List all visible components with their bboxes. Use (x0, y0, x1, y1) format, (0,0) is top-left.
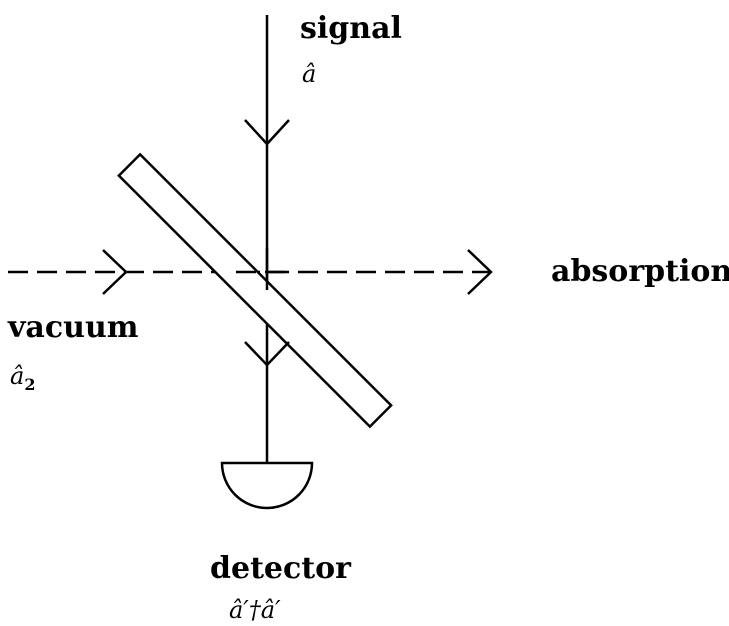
vacuum-operator-subscript: 2 (24, 375, 35, 394)
signal-label: signal (300, 11, 402, 46)
absorption-arrow-icon (467, 249, 493, 295)
vacuum-operator: â2 (10, 362, 35, 394)
signal-operator: â (302, 60, 316, 88)
detector-label: detector (210, 551, 352, 586)
detector-operator: â′†â′ (229, 596, 281, 624)
transmitted-arrow-icon (244, 341, 290, 367)
signal-arrow-icon (244, 119, 290, 146)
vacuum-arrow-icon (102, 249, 128, 295)
vacuum-label: vacuum (7, 310, 139, 345)
vacuum-operator-base: â (10, 362, 24, 390)
beam-splitter (117, 152, 393, 429)
absorption-label: absorption (551, 254, 729, 289)
detector-icon (220, 461, 314, 510)
